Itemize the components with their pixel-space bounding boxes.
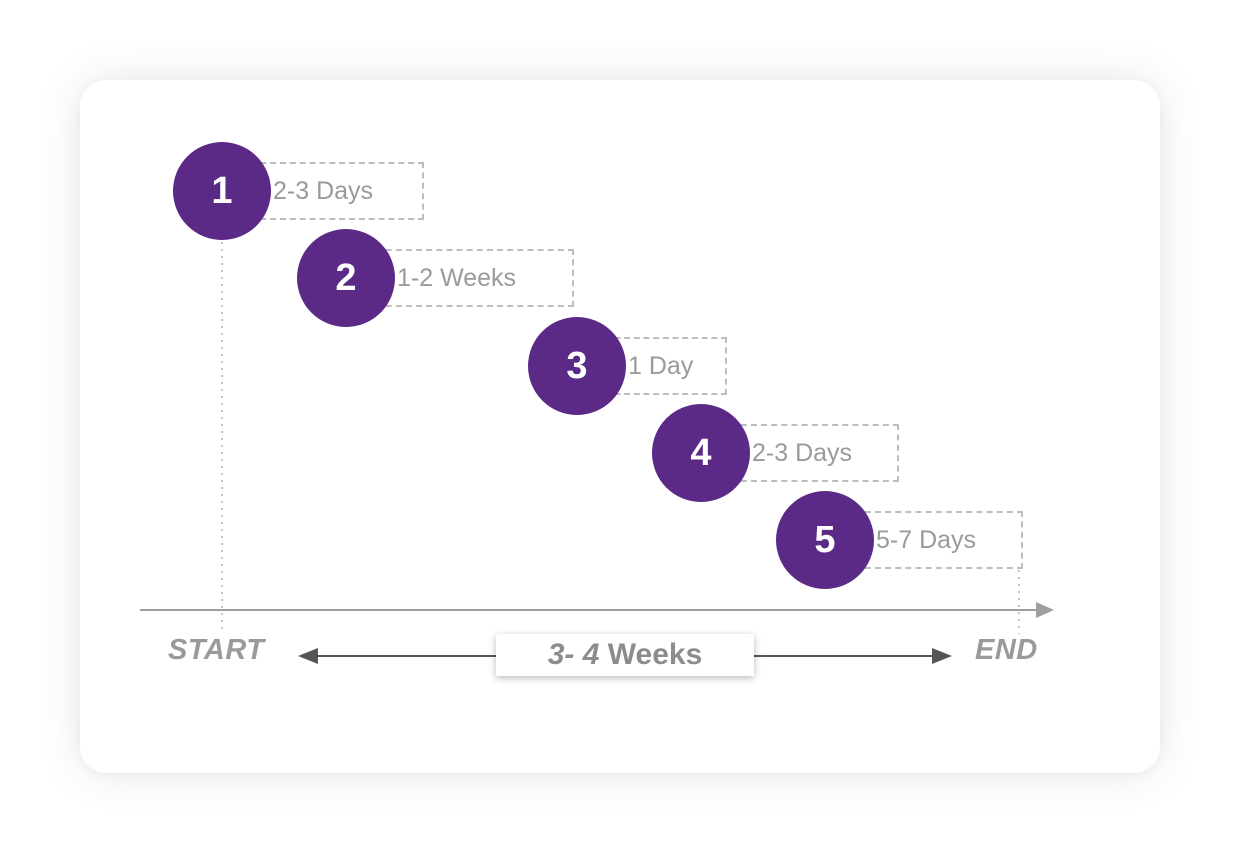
step-duration-label: 5-7 Days xyxy=(876,525,977,554)
step-duration-box: 1 Day xyxy=(566,337,727,395)
step-duration-label: 1-2 Weeks xyxy=(397,263,517,292)
time-axis-arrowhead xyxy=(1036,602,1054,618)
step-duration-label: 2-3 Days xyxy=(273,176,374,205)
step-duration-box: 2-3 Days xyxy=(690,424,899,482)
total-duration-unit: Weeks xyxy=(607,638,703,671)
step-number-badge: 1 xyxy=(173,142,271,240)
step-duration-label: 1 Day xyxy=(628,351,694,380)
span-arrow-right-head xyxy=(932,648,952,664)
start-label: START xyxy=(168,634,265,666)
total-duration-value: 3- 4 xyxy=(547,638,600,671)
step-number-badge: 5 xyxy=(776,491,874,589)
span-arrow-left-head xyxy=(298,648,318,664)
step-duration-box: 2-3 Days xyxy=(211,162,424,220)
step-number-badge: 4 xyxy=(652,404,750,502)
total-duration-box: 3- 4 Weeks xyxy=(496,634,754,676)
step-number-badge: 3 xyxy=(528,317,626,415)
end-label: END xyxy=(975,634,1038,666)
step-number-badge: 2 xyxy=(297,229,395,327)
step-duration-box: 5-7 Days xyxy=(814,511,1023,569)
step-duration-label: 2-3 Days xyxy=(752,438,853,467)
